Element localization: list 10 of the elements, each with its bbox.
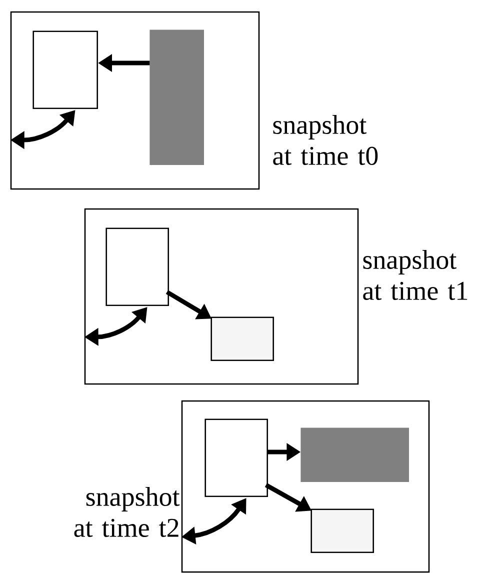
block [300, 428, 409, 482]
node-label: snapshot at time t0 [273, 115, 378, 166]
node-label: snapshot at time t1 [363, 250, 468, 300]
block [32, 30, 98, 109]
block [106, 228, 169, 306]
block [210, 316, 274, 361]
node-label: snapshot at time t2 [74, 486, 180, 537]
block [310, 508, 374, 553]
block [204, 418, 268, 497]
block [150, 30, 204, 165]
